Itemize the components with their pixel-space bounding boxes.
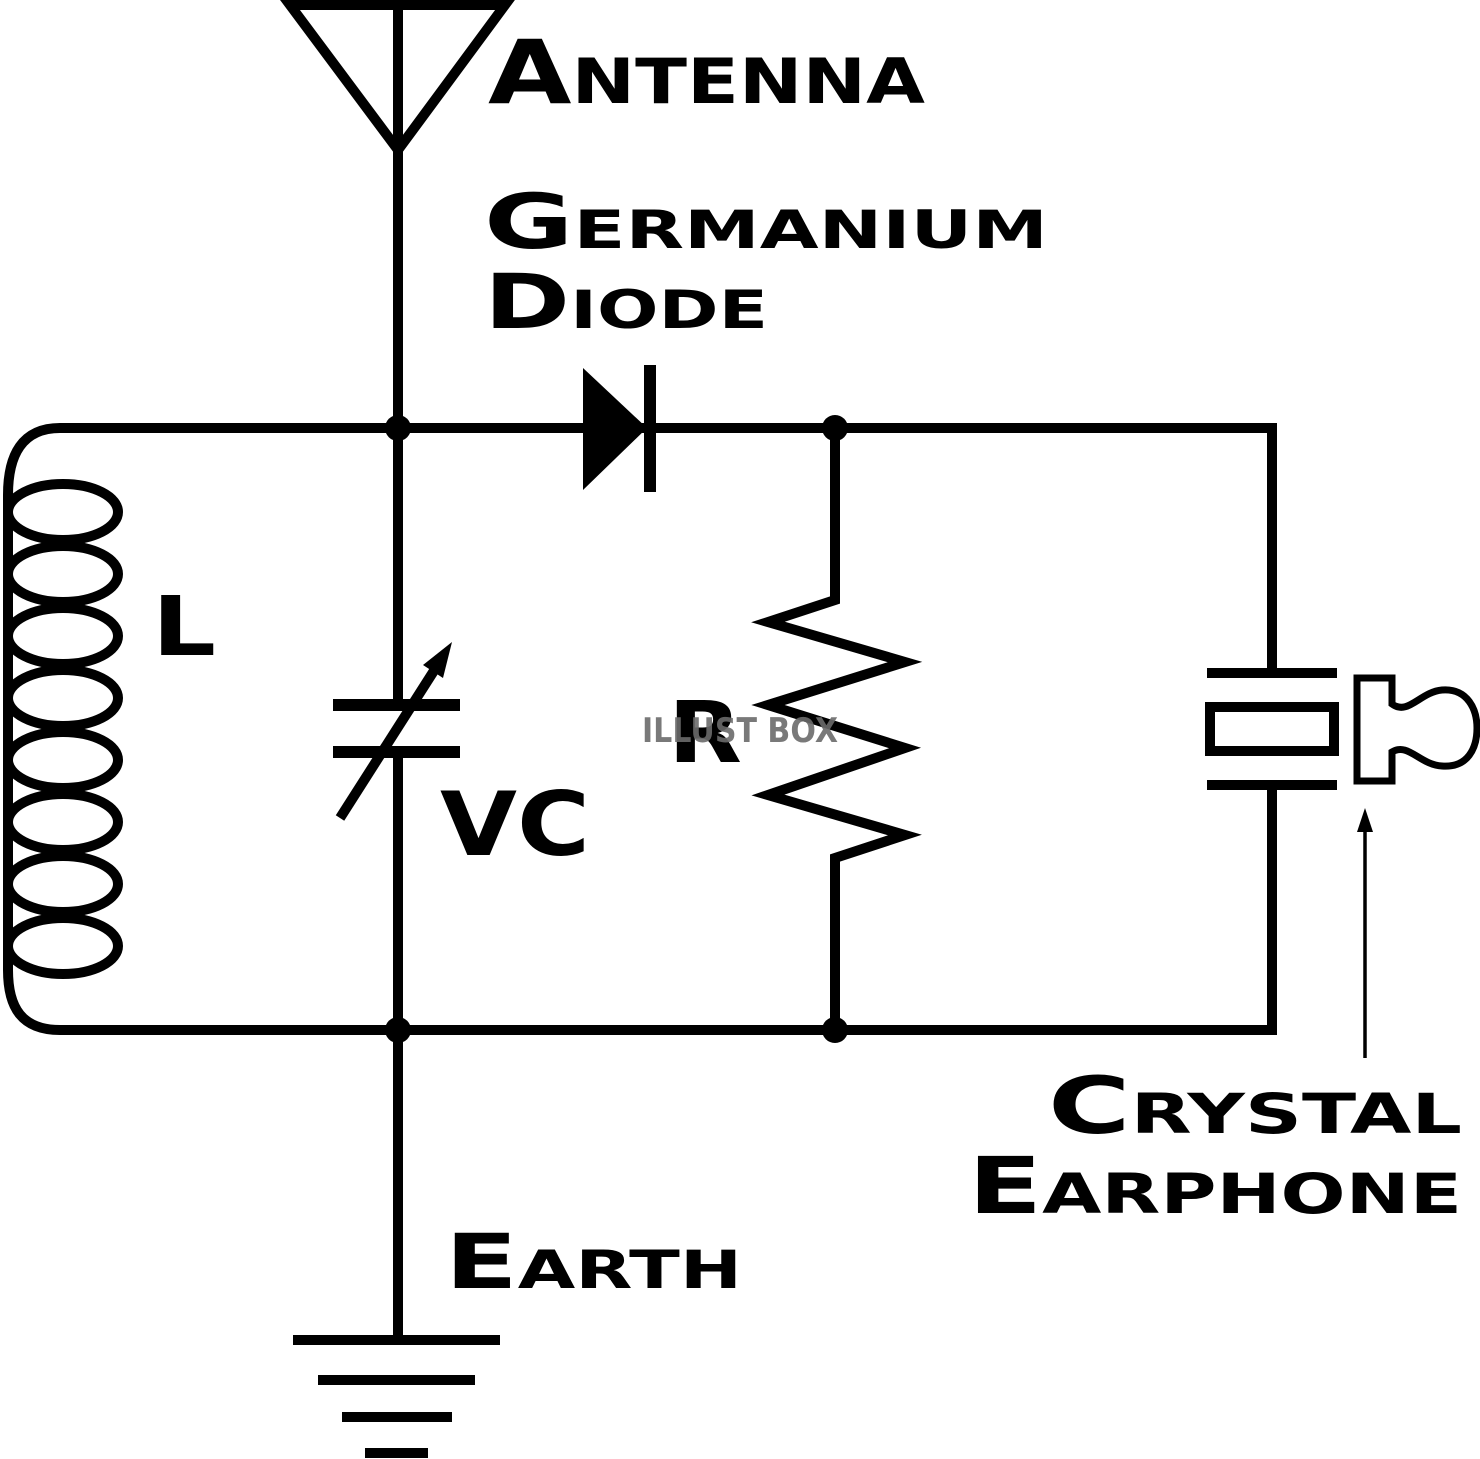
diode-label-line2: Diode [484,257,768,346]
junction-dot [822,415,848,441]
diode-triangle [583,368,647,490]
earphone-label-line1: Crystal [1048,1062,1462,1152]
top-rail-wire [60,423,1277,673]
bottom-rail-wire [60,785,1277,1035]
resistor-symbol [751,428,923,1030]
coil-loop [3,727,123,793]
watermark: ILLUST BOX [642,711,838,751]
earphone-crystal-box [1205,702,1339,756]
earphone-pointer-arrowhead [1357,808,1373,832]
resistor-label: R [668,684,742,783]
diode-symbol [583,365,656,492]
junction-dot [385,415,411,441]
coil-loop [3,479,123,545]
earphone-plug-icon [1353,674,1480,785]
coil-loop [3,665,123,731]
earphone-label-line2: Earphone [968,1142,1462,1232]
coil-loop [3,913,123,979]
coil-loop [3,851,123,917]
capacitor-variable-arrow-shaft [335,663,442,821]
earth-ground-symbol [293,1335,500,1458]
coil-outer-wire [2,423,61,1035]
variable-capacitor [333,642,460,821]
inductor-label: L [152,580,216,675]
inductor-coil [2,423,123,1035]
antenna-label: Antenna [488,21,925,124]
capacitor-label: VC [440,773,590,876]
coil-loop [3,603,123,669]
earth-label: Earth [445,1217,742,1306]
crystal-earphone-symbol [1205,668,1480,1058]
coil-loop [3,541,123,607]
diode-label-line1: Germanium [484,177,1048,266]
coil-loop [3,789,123,855]
capacitor-variable-arrowhead [423,642,452,678]
junction-dot [385,1017,411,1043]
junction-dot [822,1017,848,1043]
